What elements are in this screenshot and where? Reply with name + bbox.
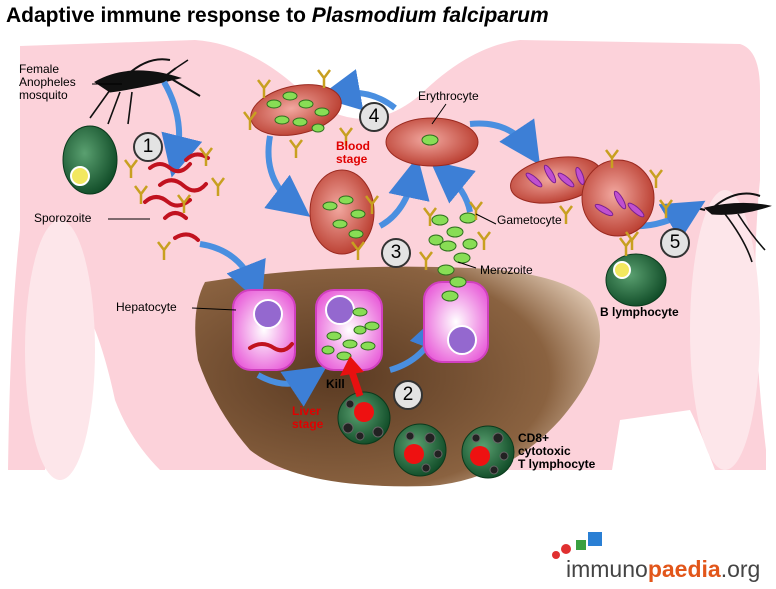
b-lymphocyte-left [62, 125, 118, 195]
antibodies-merozoite [419, 201, 491, 270]
label-erythrocyte: Erythrocyte [418, 89, 479, 103]
antibodies-bcell-right [619, 237, 633, 256]
antibodies-sporozoite [124, 147, 225, 260]
label-leader-lines [92, 83, 497, 311]
kill-arrow [340, 356, 364, 398]
label-blood-stage-line-2: stage [336, 152, 368, 166]
antibodies-erythrocyte-top [243, 69, 353, 158]
title-main: Adaptive immune response to [6, 4, 312, 27]
label-sporozoite: Sporozoite [34, 211, 92, 225]
logo-mark [552, 532, 602, 559]
label-gametocyte: Gametocyte [497, 213, 562, 227]
sporozoites [143, 152, 210, 242]
hepatocyte-cell [232, 289, 296, 371]
cd8-t-lymphocyte [461, 425, 515, 479]
label-liver-stage-line-2: stage [292, 417, 324, 431]
label-blood-stage: Blood stage [336, 140, 370, 166]
mosquito-icon-right [687, 192, 772, 263]
logo-text-pre: immuno [566, 556, 648, 582]
label-mosquito-line-3: mosquito [19, 88, 68, 102]
title-organism: Plasmodium falciparum [311, 4, 549, 27]
logo-text-mid: paedia [647, 556, 721, 582]
page-title: Adaptive immune response to Plasmodium f… [6, 4, 549, 28]
label-merozoite: Merozoite [480, 263, 533, 277]
antibodies-gametocyte [559, 149, 673, 250]
erythrocyte [385, 117, 479, 167]
gametocyte-erythrocyte-left [510, 156, 602, 204]
logo-text-post: .org [720, 556, 761, 582]
label-mosquito-line-2: Anopheles [19, 75, 76, 89]
gametocyte-erythrocyte-right [581, 159, 655, 237]
label-cd8-line-2: cytotoxic [518, 444, 571, 458]
step-badge-5: 5 [660, 228, 690, 258]
label-cd8-line-3: T lymphocyte [518, 457, 596, 471]
b-lymphocyte-right [605, 253, 667, 307]
label-mosquito-line-1: Female [19, 62, 60, 76]
infected-erythrocyte-middle [309, 169, 375, 255]
label-b-lymphocyte: B lymphocyte [600, 305, 679, 319]
cd8-t-lymphocyte [337, 391, 391, 445]
label-cd8-t-lymphocyte: CD8+ cytotoxic T lymphocyte [518, 432, 595, 471]
step-badge-2: 2 [393, 380, 423, 410]
step-badge-3: 3 [381, 238, 411, 268]
step-badge-4: 4 [359, 102, 389, 132]
mosquito-icon [89, 58, 201, 125]
label-hepatocyte: Hepatocyte [116, 300, 177, 314]
label-blood-stage-line-1: Blood [336, 139, 370, 153]
rupturing-hepatocyte-cell [423, 281, 489, 363]
immunopaedia-logo[interactable]: immunopaedia.org [566, 556, 760, 583]
label-cd8-line-1: CD8+ [518, 431, 550, 445]
cd8-t-lymphocyte [393, 423, 447, 477]
label-mosquito: Female Anopheles mosquito [19, 63, 76, 102]
antibodies-erythrocyte-middle [351, 195, 379, 260]
merozoite-cluster [428, 212, 478, 302]
label-liver-stage-line-1: Liver [292, 404, 321, 418]
step-badge-1: 1 [133, 132, 163, 162]
label-kill: Kill [326, 377, 345, 391]
infected-erythrocyte-top [250, 84, 342, 136]
label-liver-stage: Liver stage [292, 405, 323, 431]
